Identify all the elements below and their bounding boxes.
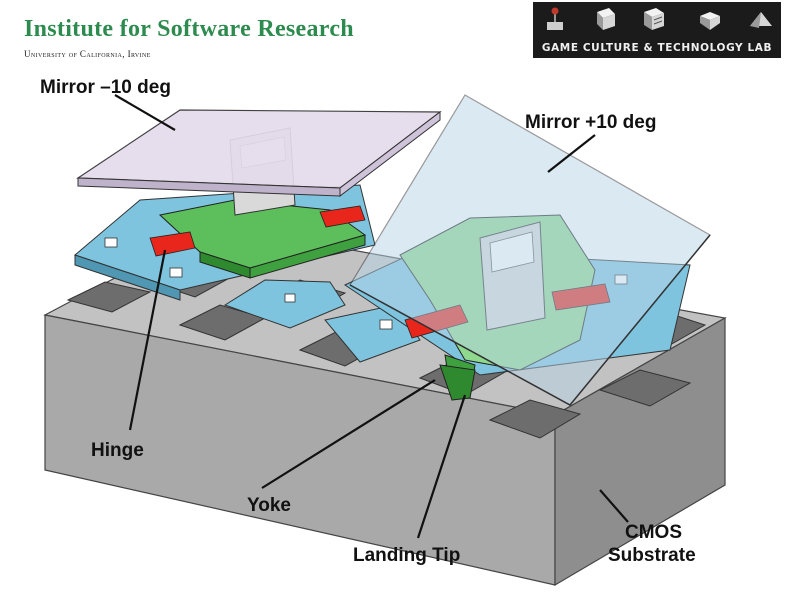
left-hinge [149, 231, 196, 257]
label-cmos: CMOS [625, 522, 682, 543]
cube-icon [597, 8, 615, 30]
left-hinge-2 [319, 205, 366, 228]
label-mirror-minus-10: Mirror –10 deg [40, 77, 171, 98]
mirror-minus-10 [76, 109, 442, 198]
mirror-plus-10 [349, 94, 711, 406]
pyramid-icon [750, 12, 772, 28]
joystick-icon [547, 7, 563, 30]
label-mirror-plus-10: Mirror +10 deg [525, 112, 656, 133]
shield-block-icon [700, 12, 720, 30]
lab-banner: GAME CULTURE & TECHNOLOGY LAB [533, 2, 781, 58]
institute-subtitle: University of California, Irvine [24, 49, 151, 59]
lab-name: GAME CULTURE & TECHNOLOGY LAB [541, 42, 773, 54]
label-substrate: Substrate [608, 545, 696, 566]
label-yoke: Yoke [247, 495, 291, 516]
leader-lines [114, 94, 629, 539]
building-icon [644, 8, 664, 30]
label-landing-tip: Landing Tip [353, 545, 460, 566]
institute-title: Institute for Software Research [24, 16, 354, 42]
middle-electrode-plate [223, 279, 346, 329]
landing-tip [439, 364, 476, 401]
left-yoke [158, 199, 367, 279]
label-hinge: Hinge [91, 440, 144, 461]
